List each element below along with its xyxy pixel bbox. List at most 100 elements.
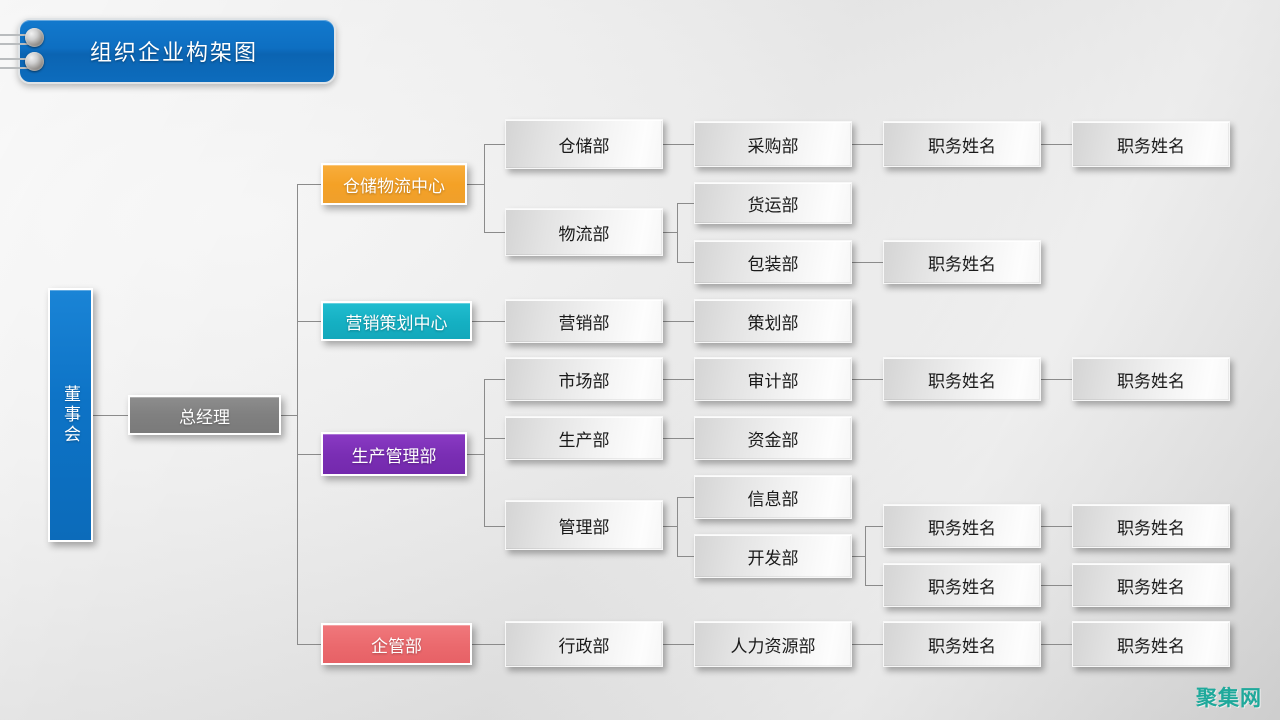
node-enterprise-management-dept[interactable]: 企管部 <box>321 623 472 665</box>
connector-warehouse-purchase <box>663 144 694 145</box>
node-marketing-dept[interactable]: 营销部 <box>505 299 663 343</box>
node-position-name-e[interactable]: 职务姓名 <box>883 563 1041 607</box>
node-planning-dept[interactable]: 策划部 <box>694 299 852 343</box>
connector-wlc-logistics <box>484 232 505 233</box>
connector-logistics-stub <box>663 232 678 233</box>
node-label-p5f: 职务姓名 <box>928 636 996 656</box>
connector-dev-p5e <box>865 585 883 586</box>
node-development-dept[interactable]: 开发部 <box>694 534 852 578</box>
node-label-marketing: 营销部 <box>558 313 610 333</box>
node-position-name-f[interactable]: 职务姓名 <box>883 621 1041 667</box>
node-purchasing-dept[interactable]: 采购部 <box>694 121 852 167</box>
node-position-name-b[interactable]: 职务姓名 <box>883 240 1041 284</box>
node-label-manage: 管理部 <box>558 517 610 537</box>
node-administration-dept[interactable]: 行政部 <box>505 621 663 667</box>
connector-packaging-p5b <box>852 262 883 263</box>
node-position-name-a[interactable]: 职务姓名 <box>883 121 1041 167</box>
node-position-name-j[interactable]: 职务姓名 <box>1072 563 1230 607</box>
node-label-p5b: 职务姓名 <box>928 254 996 274</box>
connector-trunk-main <box>297 184 298 645</box>
node-label-purchase: 采购部 <box>747 136 799 156</box>
connector-p5c-p6b <box>1041 379 1072 380</box>
connector-pmd-stub <box>467 454 485 455</box>
connector-pmd-market <box>484 379 505 380</box>
connector-manage-info <box>677 497 694 498</box>
node-label-mpc: 营销策划中心 <box>345 313 448 333</box>
connector-hr-p5f <box>852 644 883 645</box>
connector-manage-stub <box>663 526 678 527</box>
node-marketing-planning-center[interactable]: 营销策划中心 <box>321 301 472 341</box>
node-label-p6a: 职务姓名 <box>1117 136 1185 156</box>
node-packaging-dept[interactable]: 包装部 <box>694 240 852 284</box>
connector-pmd-manage <box>484 526 505 527</box>
node-position-name-k[interactable]: 职务姓名 <box>1072 621 1230 667</box>
node-label-dev: 开发部 <box>747 548 799 568</box>
connector-gm-trunk <box>281 415 298 416</box>
node-warehouse-dept[interactable]: 仓储部 <box>505 119 663 169</box>
node-label-hr: 人力资源部 <box>730 636 816 656</box>
connector-p5e-p6d <box>1041 585 1072 586</box>
node-general-manager[interactable]: 总经理 <box>128 395 281 435</box>
node-label-board: 董事会 <box>61 385 80 445</box>
node-hr-dept[interactable]: 人力资源部 <box>694 621 852 667</box>
node-logistics-dept[interactable]: 物流部 <box>505 208 663 256</box>
connector-logistics-freight <box>677 203 694 204</box>
node-label-info: 信息部 <box>747 489 799 509</box>
node-audit-dept[interactable]: 审计部 <box>694 357 852 401</box>
connector-wlc-warehouse <box>484 144 505 145</box>
node-label-p5d: 职务姓名 <box>928 518 996 538</box>
node-information-dept[interactable]: 信息部 <box>694 475 852 519</box>
connector-wlc-stub <box>467 184 485 185</box>
node-management-dept[interactable]: 管理部 <box>505 500 663 550</box>
connector-dev-stub <box>852 556 866 557</box>
connector-logistics-bus <box>677 203 678 262</box>
slide-title-banner: 组织企业构架图 <box>18 18 336 84</box>
node-label-admin: 行政部 <box>558 636 610 656</box>
node-label-p6e: 职务姓名 <box>1117 636 1185 656</box>
node-label-emd: 企管部 <box>371 636 422 656</box>
connector-p5f-p6e <box>1041 644 1072 645</box>
node-label-p5a: 职务姓名 <box>928 136 996 156</box>
connector-wlc-bus <box>484 144 485 232</box>
page-title: 组织企业构架图 <box>90 40 259 65</box>
node-market-dept[interactable]: 市场部 <box>505 357 663 401</box>
node-label-production: 生产部 <box>558 430 610 450</box>
connector-trunk-emd <box>297 644 321 645</box>
node-freight-dept[interactable]: 货运部 <box>694 182 852 224</box>
node-position-name-h[interactable]: 职务姓名 <box>1072 357 1230 401</box>
connector-purchase-p5a <box>852 144 883 145</box>
node-funds-dept[interactable]: 资金部 <box>694 416 852 460</box>
node-position-name-d[interactable]: 职务姓名 <box>883 504 1041 548</box>
node-label-warehouse: 仓储部 <box>558 136 610 156</box>
connector-emd-admin <box>472 644 505 645</box>
node-position-name-i[interactable]: 职务姓名 <box>1072 504 1230 548</box>
connector-dev-p5d <box>865 526 883 527</box>
connector-audit-p5c <box>852 379 883 380</box>
connector-marketing-planning <box>663 321 694 322</box>
node-production-dept[interactable]: 生产部 <box>505 416 663 460</box>
connector-p5a-p6a <box>1041 144 1072 145</box>
node-position-name-c[interactable]: 职务姓名 <box>883 357 1041 401</box>
connector-admin-hr <box>663 644 694 645</box>
node-board-of-directors[interactable]: 董事会 <box>48 288 93 542</box>
connector-market-audit <box>663 379 694 380</box>
node-warehouse-logistics-center[interactable]: 仓储物流中心 <box>321 163 467 205</box>
connector-pmd-bus <box>484 379 485 526</box>
site-watermark: 聚集网 <box>1196 687 1262 710</box>
node-label-pmd: 生产管理部 <box>351 446 437 466</box>
connector-board-gm <box>93 415 128 416</box>
connector-pmd-production <box>484 438 505 439</box>
node-label-gm: 总经理 <box>179 407 230 427</box>
node-label-p6c: 职务姓名 <box>1117 518 1185 538</box>
connector-trunk-mpc <box>297 321 321 322</box>
node-production-management-dept[interactable]: 生产管理部 <box>321 432 467 476</box>
connector-dev-bus <box>865 526 866 585</box>
node-label-p6b: 职务姓名 <box>1117 371 1185 391</box>
pin-wire-bottom-icon <box>0 58 38 69</box>
node-position-name-g[interactable]: 职务姓名 <box>1072 121 1230 167</box>
connector-manage-dev <box>677 556 694 557</box>
connector-manage-bus <box>677 497 678 556</box>
connector-production-funds <box>663 438 694 439</box>
node-label-p5c: 职务姓名 <box>928 371 996 391</box>
